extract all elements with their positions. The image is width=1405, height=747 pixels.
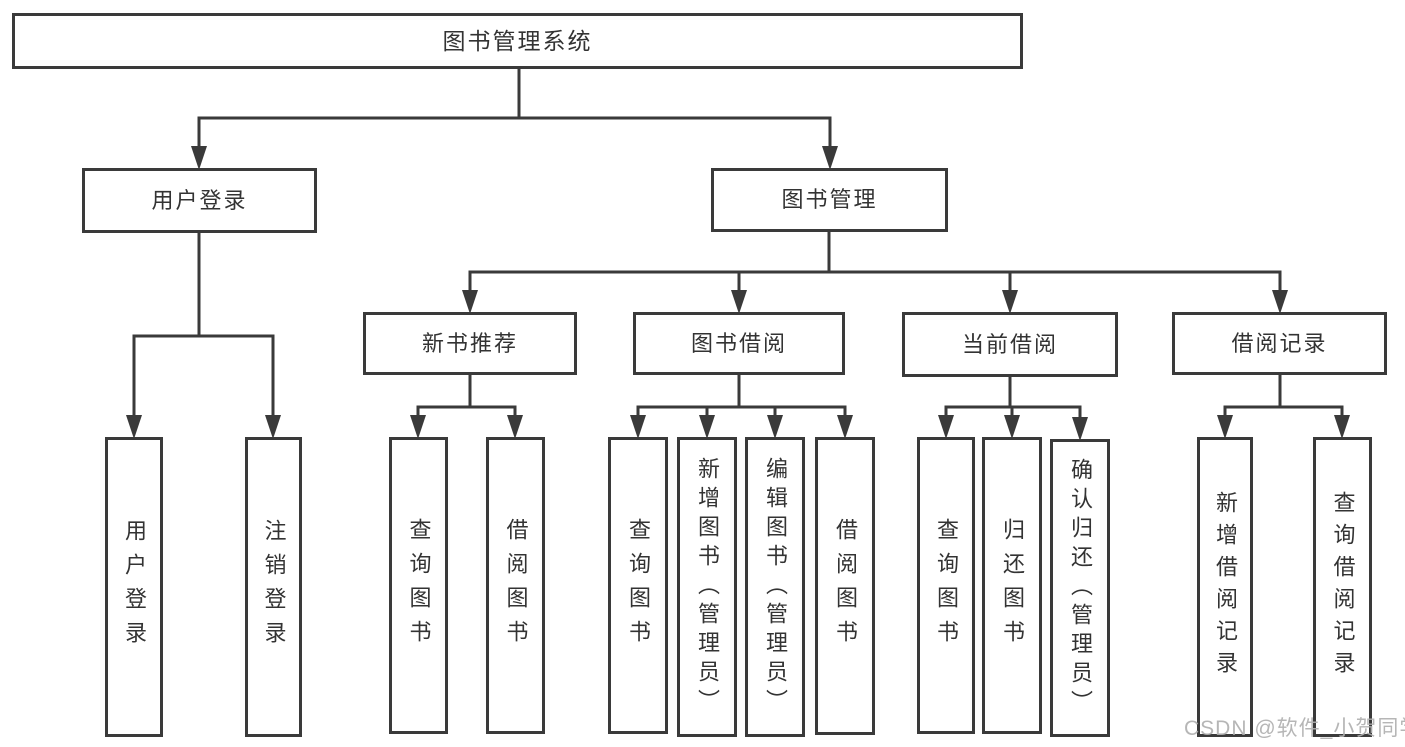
arrowhead-down-icon — [1272, 290, 1288, 314]
node-label: 归还图书 — [1000, 517, 1025, 654]
arrowhead-down-icon — [410, 415, 426, 439]
node-leaf-borrow-book-borrow: 借阅图书 — [815, 437, 875, 735]
arrowhead-down-icon — [1002, 290, 1018, 314]
node-leaf-add-book-admin: 新增图书（管理员） — [677, 437, 737, 737]
arrowhead-down-icon — [1004, 415, 1020, 439]
arrowhead-down-icon — [507, 415, 523, 439]
node-leaf-edit-book-admin: 编辑图书（管理员） — [745, 437, 805, 737]
node-label: 查询图书 — [406, 517, 432, 654]
node-leaf-query-book-current: 查询图书 — [917, 437, 975, 734]
node-root: 图书管理系统 — [12, 13, 1023, 69]
node-label: 查询图书 — [626, 517, 651, 654]
node-leaf-return-book: 归还图书 — [982, 437, 1042, 734]
arrowhead-down-icon — [837, 415, 853, 439]
arrowhead-down-icon — [462, 290, 478, 314]
watermark: CSDN @软件_小贺同学 — [1184, 717, 1405, 740]
arrowhead-down-icon — [767, 415, 783, 439]
node-label: 新书推荐 — [421, 330, 518, 356]
node-label: 当前借阅 — [961, 331, 1058, 357]
node-label: 查询借阅记录 — [1330, 491, 1356, 683]
node-label: 查询图书 — [934, 517, 959, 654]
arrowhead-down-icon — [126, 415, 142, 439]
node-label: 图书借阅 — [690, 330, 787, 356]
node-leaf-borrow-book-rec: 借阅图书 — [486, 437, 545, 734]
arrowhead-down-icon — [1334, 415, 1350, 439]
node-label: 确认归还（管理员） — [1068, 457, 1093, 719]
node-leaf-query-book-borrow: 查询图书 — [608, 437, 668, 734]
node-leaf-logout: 注销登录 — [245, 437, 302, 737]
arrowhead-down-icon — [1072, 417, 1088, 441]
node-label: 新增图书（管理员） — [695, 456, 720, 718]
node-user-login: 用户登录 — [82, 168, 317, 233]
arrowhead-down-icon — [699, 415, 715, 439]
arrowhead-down-icon — [731, 290, 747, 314]
node-label: 图书管理系统 — [442, 27, 593, 54]
node-label: 借阅图书 — [833, 518, 858, 654]
arrowhead-down-icon — [265, 415, 281, 439]
node-label: 借阅图书 — [503, 517, 529, 654]
node-label: 新增借阅记录 — [1213, 491, 1238, 683]
node-label: 用户登录 — [151, 187, 248, 213]
arrowhead-down-icon — [191, 146, 207, 170]
node-label: 注销登录 — [261, 519, 287, 655]
node-label: 借阅记录 — [1231, 330, 1328, 356]
node-label: 图书管理 — [781, 187, 878, 212]
node-borrow-records: 借阅记录 — [1172, 312, 1387, 375]
node-new-book-rec: 新书推荐 — [363, 312, 577, 375]
node-current-borrow: 当前借阅 — [902, 312, 1118, 377]
node-leaf-query-book-rec: 查询图书 — [389, 437, 448, 734]
node-leaf-query-borrow-record: 查询借阅记录 — [1313, 437, 1372, 737]
node-book-mgmt: 图书管理 — [711, 168, 948, 232]
node-book-borrow: 图书借阅 — [633, 312, 845, 375]
node-label: 用户登录 — [122, 519, 147, 655]
node-leaf-confirm-return-admin: 确认归还（管理员） — [1050, 439, 1110, 737]
node-leaf-add-borrow-record: 新增借阅记录 — [1197, 437, 1253, 737]
arrowhead-down-icon — [630, 415, 646, 439]
node-leaf-user-login: 用户登录 — [105, 437, 163, 737]
arrowhead-down-icon — [938, 415, 954, 439]
arrowhead-down-icon — [1217, 415, 1233, 439]
node-label: 编辑图书（管理员） — [763, 456, 788, 718]
arrowhead-down-icon — [822, 146, 838, 170]
